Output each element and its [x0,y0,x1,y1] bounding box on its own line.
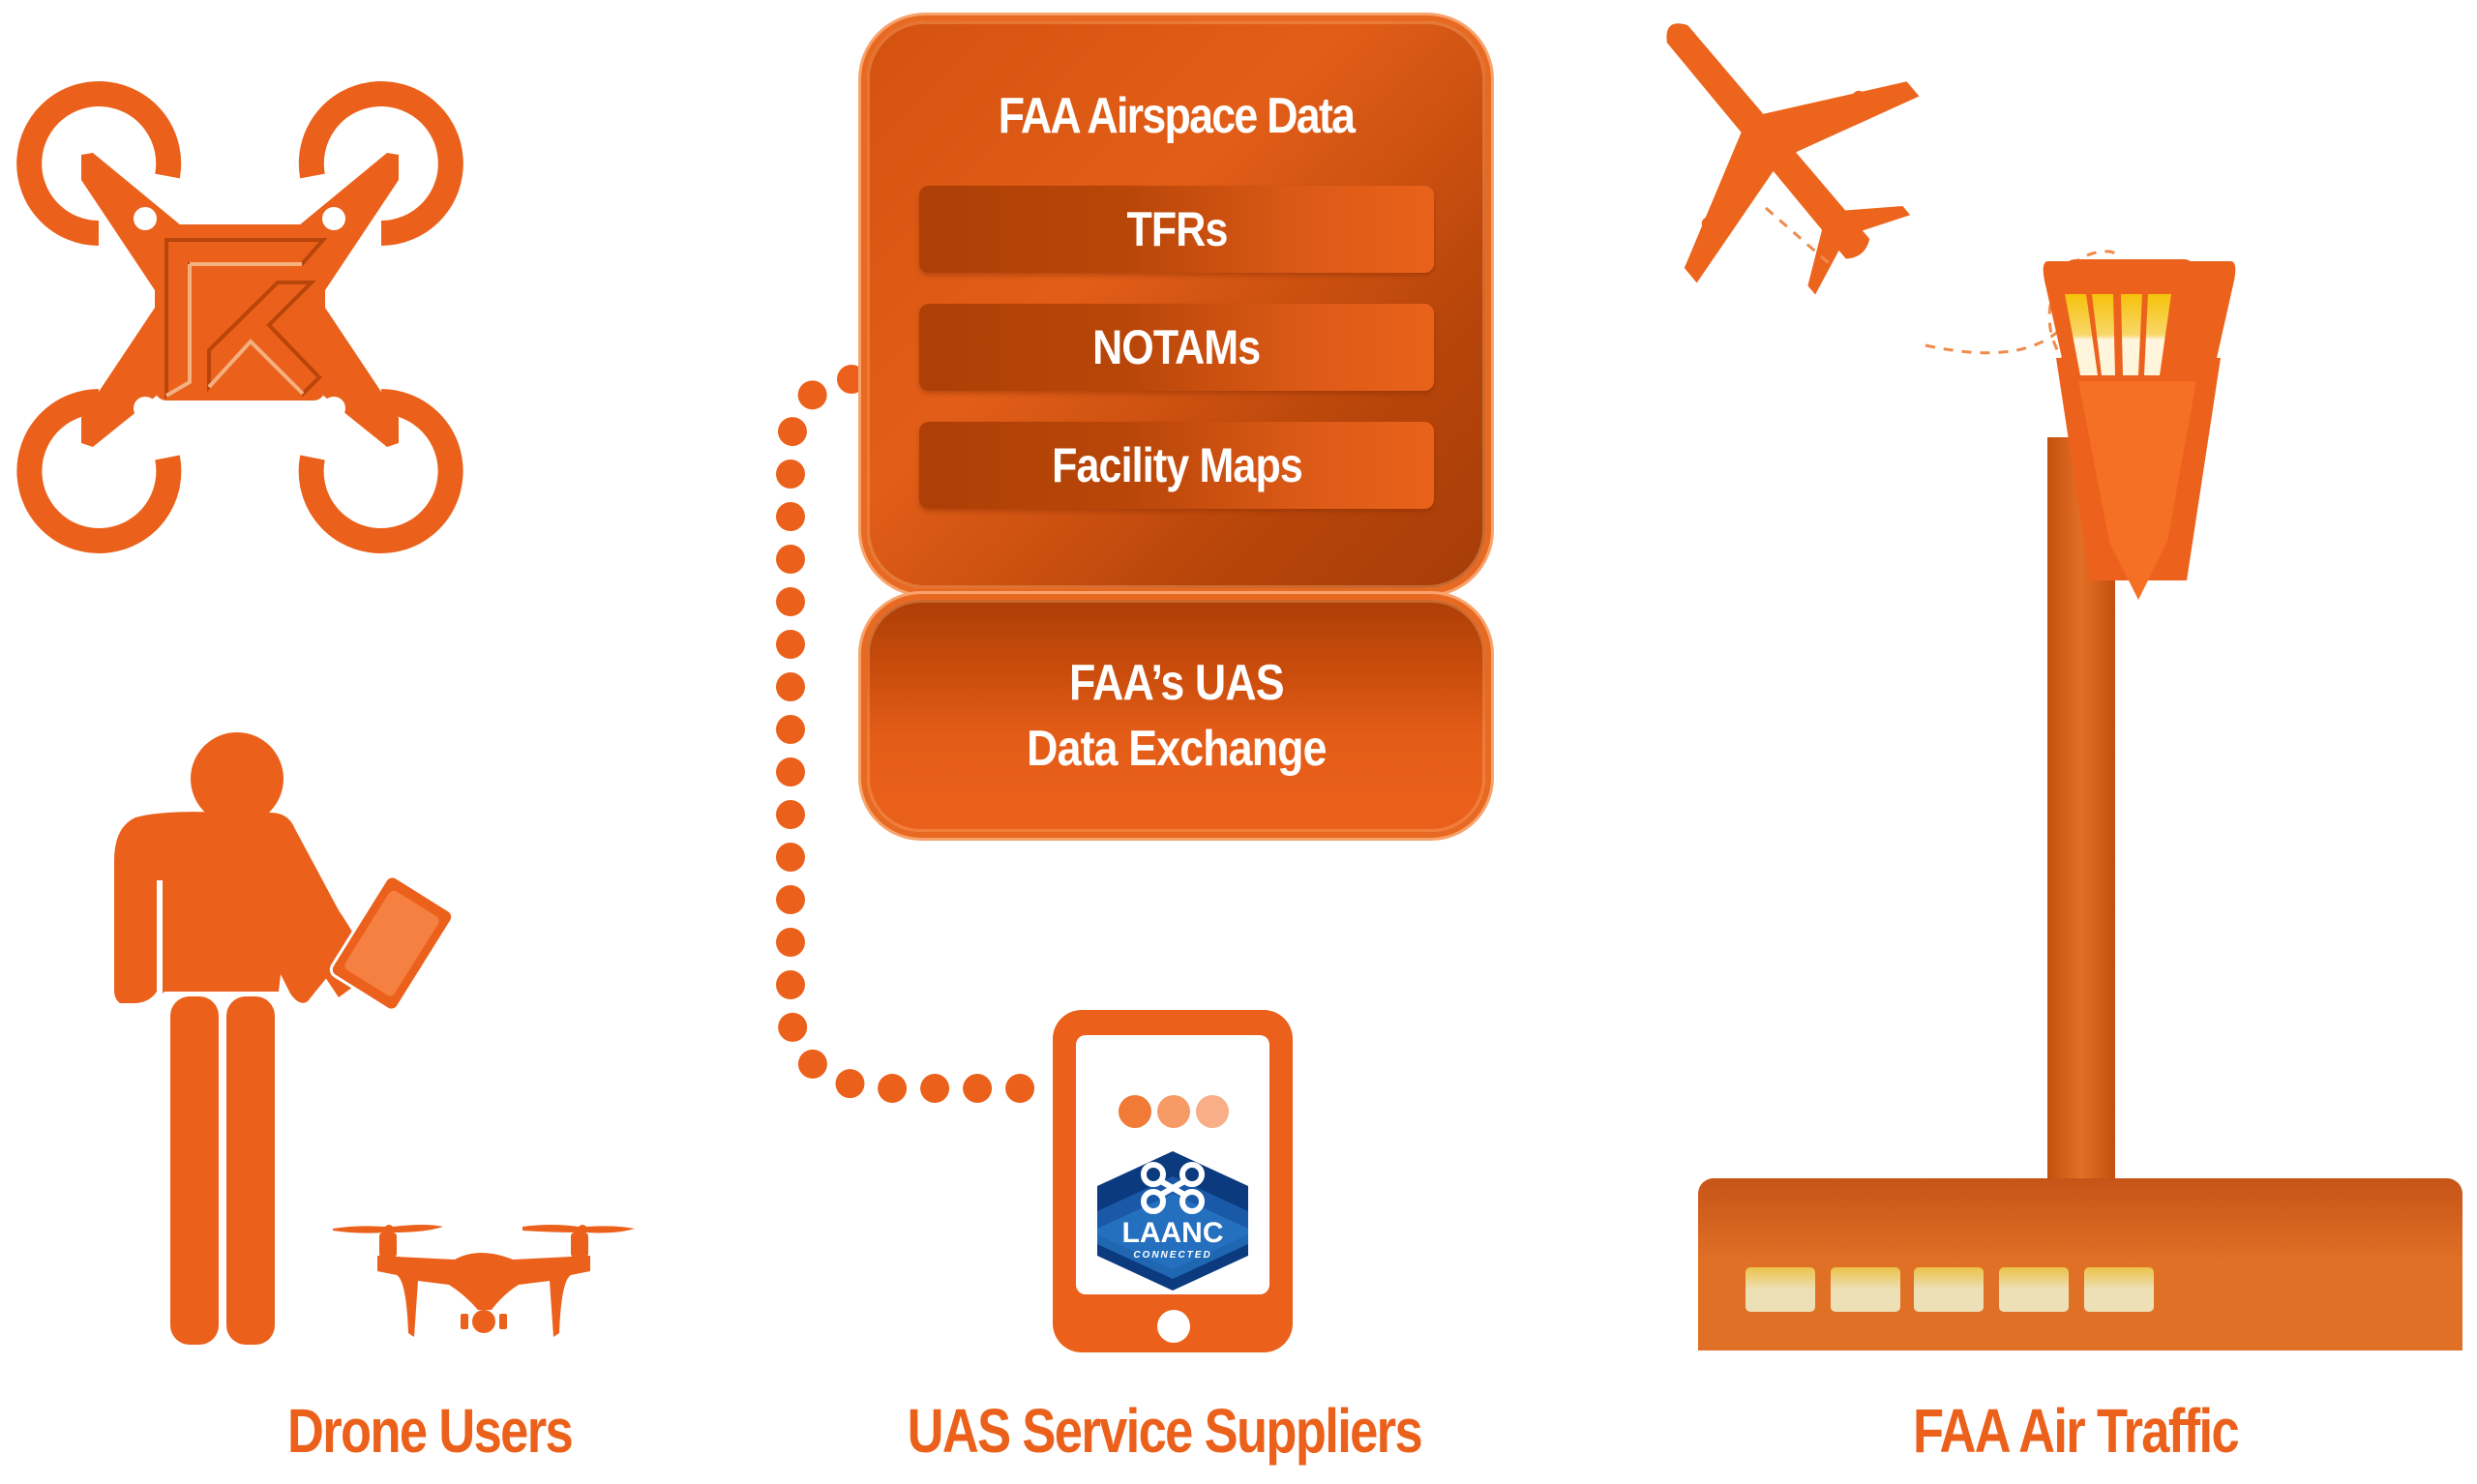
exchange-title-line2: Data Exchange [1026,721,1327,777]
exchange-title-line1: FAA’s UAS [1068,655,1285,711]
quadcopter-icon [16,81,463,553]
label-drone-users: Drone Users [287,1396,574,1466]
control-tower-icon [1698,259,2462,1350]
data-item-notams[interactable]: NOTAMs [919,304,1434,391]
camera-drone-icon [333,1225,635,1337]
phone-screen: LAANC CONNECTED [1076,1035,1269,1294]
laanc-title: LAANC [1122,1217,1224,1249]
phone-home-button [1157,1310,1190,1343]
loading-dot [1119,1095,1151,1128]
data-item-tfrs[interactable]: TFRs [919,186,1434,273]
person-with-tablet-icon [114,732,455,1345]
airplane-icon [1666,23,1920,295]
label-uas-service-suppliers: UAS Service Suppliers [907,1396,1423,1466]
label-faa-air-traffic: FAA Air Traffic [1912,1396,2240,1466]
smartphone-icon: LAANC CONNECTED [1053,1010,1293,1352]
laanc-badge: LAANC CONNECTED [1097,1151,1248,1291]
loading-dot [1157,1095,1190,1128]
uas-data-exchange-box: FAA’s UAS Data Exchange [867,600,1485,832]
laanc-subtitle: CONNECTED [1133,1250,1211,1261]
airspace-data-title: FAA Airspace Data [998,88,1356,144]
faa-airspace-data-box: FAA Airspace Data TFRs NOTAMs Facility M… [867,21,1485,588]
data-item-label: Facility Maps [1051,438,1303,492]
laanc-drone-icon [1141,1162,1205,1214]
data-item-facility-maps[interactable]: Facility Maps [919,422,1434,509]
data-item-label: TFRs [1125,202,1228,256]
loading-dot [1196,1095,1229,1128]
data-item-label: NOTAMs [1092,320,1261,374]
